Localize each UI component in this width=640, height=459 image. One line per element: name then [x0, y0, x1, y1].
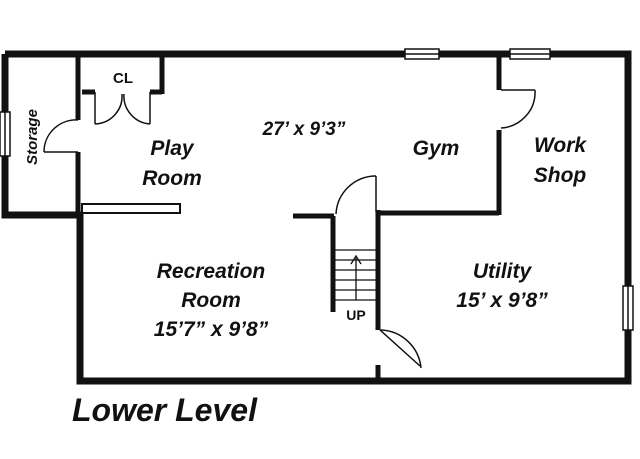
closet-doors	[94, 92, 151, 125]
doors	[43, 89, 536, 369]
workshop-door	[500, 89, 536, 129]
play-room-label-2: Room	[142, 167, 202, 190]
main-dimension-label: 27’ x 9’3”	[262, 119, 346, 140]
recreation-room-dimension: 15’7” x 9’8”	[154, 318, 269, 341]
storage-label: Storage	[24, 109, 41, 165]
utility-dimension: 15’ x 9’8”	[456, 289, 548, 312]
work-shop-label-2: Shop	[534, 164, 587, 187]
closet-label: CL	[113, 70, 133, 87]
work-shop-label-1: Work	[534, 134, 587, 157]
stairs	[335, 249, 376, 301]
storage-door	[43, 119, 79, 153]
recreation-room-label-1: Recreation	[157, 260, 266, 283]
windows	[0, 48, 634, 331]
play-room-label-1: Play	[150, 137, 195, 160]
level-title: Lower Level	[72, 392, 258, 428]
utility-label: Utility	[473, 260, 533, 283]
gym-label: Gym	[413, 137, 460, 160]
stairs-up-label: UP	[346, 307, 365, 323]
half-wall	[81, 203, 181, 214]
stair-arrow-icon	[350, 254, 362, 265]
interior-walls	[5, 54, 502, 381]
recreation-room-label-2: Room	[181, 289, 241, 312]
stair-door	[335, 175, 377, 215]
utility-door	[379, 329, 422, 369]
